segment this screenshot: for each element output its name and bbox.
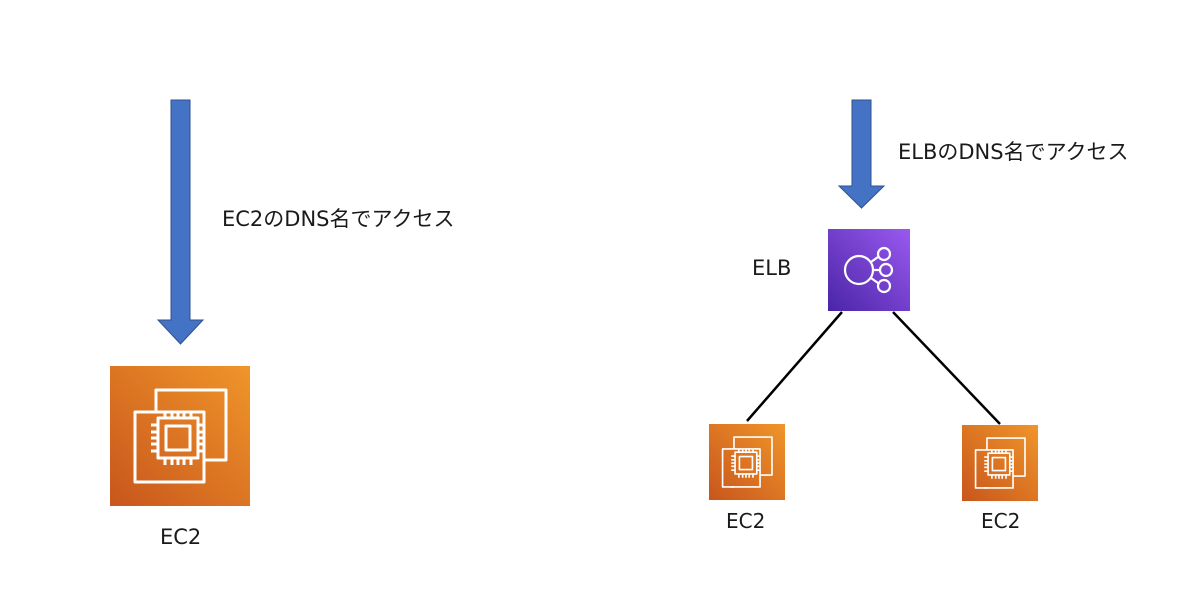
down-arrow-right [837,99,886,209]
ec2-right-label: EC2 [981,509,1021,533]
ec2-instance-icon [110,366,250,506]
elb-load-balancer-icon [828,229,910,311]
connector-elb-to-ec2-left [746,311,843,422]
elb-label: ELB [752,256,792,280]
ec2-instance-icon [962,425,1039,502]
ec2-left-label: EC2 [726,509,766,533]
access-via-elb-dns-label: ELBのDNS名でアクセス [898,140,1129,164]
connector-elb-to-ec2-right [892,311,1001,425]
access-via-ec2-dns-label: EC2のDNS名でアクセス [222,207,455,231]
down-arrow-left [156,99,205,345]
ec2-label: EC2 [160,525,202,549]
ec2-instance-icon [709,424,786,501]
